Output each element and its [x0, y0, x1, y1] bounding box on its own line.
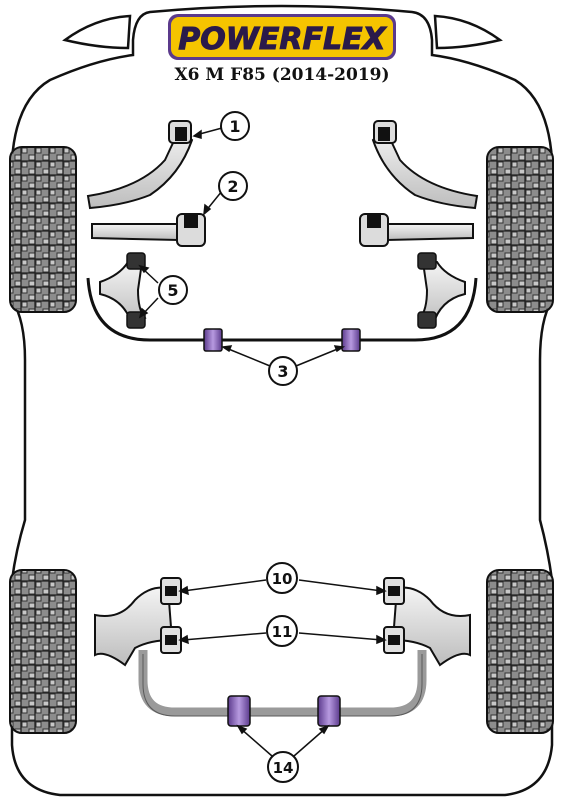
powerflex-logo: POWERFLEX [168, 14, 396, 60]
callout-11-label: 11 [272, 623, 293, 641]
front-left-upper-arm [86, 120, 194, 210]
bush-3-right [341, 328, 361, 352]
bush-5-right-lower [417, 311, 437, 329]
callout-3: 3 [268, 356, 298, 386]
bush-1-right [373, 120, 397, 144]
callout-10: 10 [266, 562, 298, 594]
front-right-tyre [486, 146, 554, 313]
front-left-tension-strut [91, 213, 206, 247]
rear-right-tyre [486, 569, 554, 734]
callout-14: 14 [267, 751, 299, 783]
rear-anti-roll-bar [138, 650, 427, 717]
model-title: X6 M F85 (2014-2019) [174, 65, 389, 85]
rear-left-tyre [9, 569, 77, 734]
bush-5-left-upper [126, 252, 146, 270]
callout-10-label: 10 [272, 570, 293, 588]
bush-1-left [168, 120, 192, 144]
callout-3-label: 3 [277, 362, 288, 381]
bush-5-right-upper [417, 252, 437, 270]
front-left-lower-wishbone [99, 252, 147, 329]
front-anti-roll-bar [86, 277, 478, 342]
callout-5: 5 [158, 275, 188, 305]
callout-11: 11 [266, 615, 298, 647]
callout-1-label: 1 [229, 117, 240, 136]
bush-14-right [317, 695, 341, 727]
rear-left-arm [94, 577, 182, 667]
callout-14-label: 14 [273, 759, 294, 777]
callout-2-label: 2 [227, 177, 238, 196]
leader-lines [138, 127, 387, 757]
front-right-tension-strut [359, 213, 474, 247]
rear-right-arm [383, 577, 471, 667]
logo-text: POWERFLEX [178, 22, 387, 57]
callout-2: 2 [218, 171, 248, 201]
front-left-tyre [9, 146, 77, 313]
bush-3-left [203, 328, 223, 352]
front-right-upper-arm [371, 120, 479, 210]
bush-14-left [227, 695, 251, 727]
callout-5-label: 5 [167, 281, 178, 300]
car-body-outline [10, 4, 554, 797]
front-right-lower-wishbone [417, 252, 466, 329]
callout-1: 1 [220, 111, 250, 141]
